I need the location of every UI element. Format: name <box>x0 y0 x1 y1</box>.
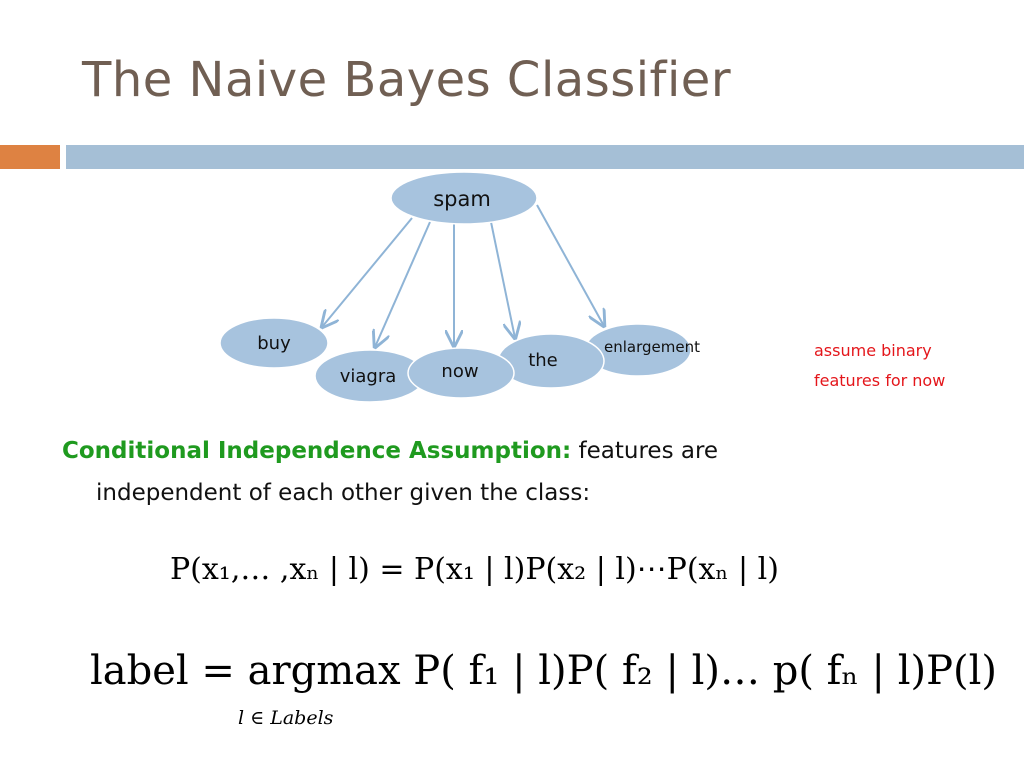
edge-spam-buy <box>322 217 413 327</box>
edge-spam-enlargement <box>536 204 604 326</box>
label-argmax-equation: label = argmax P( f₁ | l)P( f₂ | l)… p( … <box>90 648 998 694</box>
assumption-text-2: independent of each other given the clas… <box>96 480 591 506</box>
note-line-2: features for now <box>814 371 946 390</box>
accent-bar-blue <box>66 145 1024 169</box>
conditional-independence-text: Conditional Independence Assumption: fea… <box>62 430 822 514</box>
node-spam-label: spam <box>433 187 491 211</box>
node-viagra: viagra <box>314 349 426 403</box>
slide-title: The Naive Bayes Classifier <box>82 52 732 108</box>
node-buy-label: buy <box>257 333 291 354</box>
edge-spam-the <box>490 221 515 338</box>
assumption-lead: Conditional Independence Assumption: <box>62 438 572 464</box>
binary-features-note: assume binary features for now <box>814 336 1014 396</box>
node-enlargement-label: enlargement <box>604 338 700 356</box>
note-line-1: assume binary <box>814 341 932 360</box>
node-the: the <box>497 333 605 389</box>
node-the-label: the <box>528 350 558 371</box>
edge-spam-viagra <box>375 221 431 347</box>
node-now: now <box>407 347 515 399</box>
assumption-line-1: Conditional Independence Assumption: fea… <box>62 430 822 472</box>
node-buy: buy <box>219 317 329 369</box>
node-spam: spam <box>390 171 538 225</box>
node-viagra-label: viagra <box>340 366 397 387</box>
node-enlargement: enlargement <box>584 323 700 377</box>
bayes-network-diagram: spam buy enlargement viagra the now <box>219 171 700 403</box>
argmax-subscript: l ∈ Labels <box>238 707 334 729</box>
node-now-label: now <box>441 361 478 382</box>
assumption-text-1: features are <box>578 438 719 464</box>
accent-bar-orange <box>0 145 60 169</box>
joint-probability-equation: P(x₁,… ,xₙ | l) = P(x₁ | l)P(x₂ | l)⋯P(x… <box>170 552 779 587</box>
